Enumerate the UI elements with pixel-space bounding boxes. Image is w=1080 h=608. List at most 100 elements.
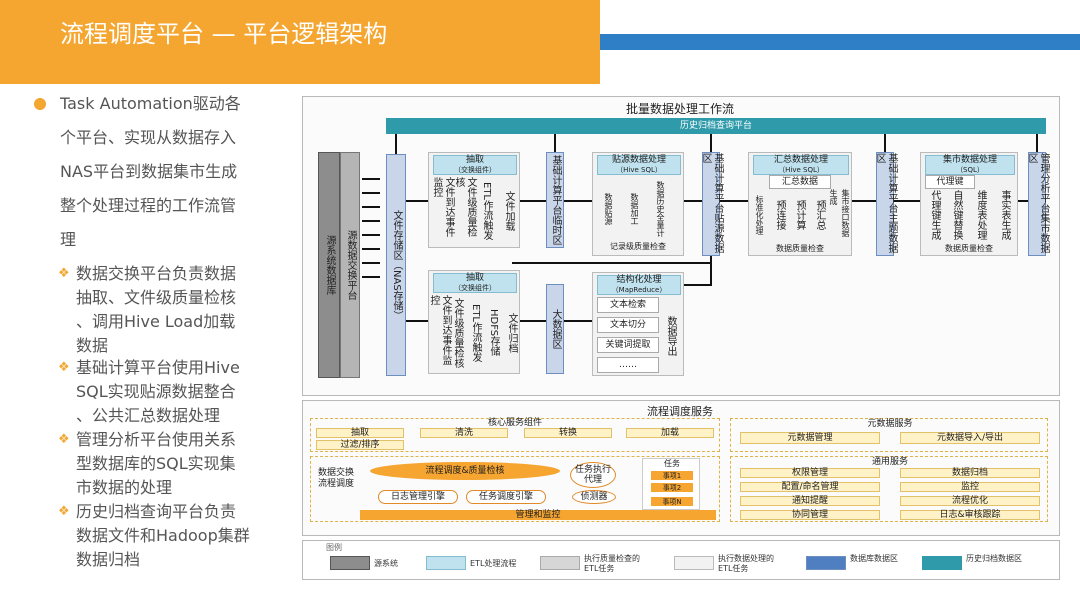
bullet-dot-icon xyxy=(34,98,46,110)
log-engine: 日志管理引擎 xyxy=(378,490,458,504)
task-item: 事项2 xyxy=(651,483,693,492)
sub-line: 市数据的处理 xyxy=(76,478,173,497)
extract-col: 文件加载 xyxy=(503,191,514,231)
exchange-label: 数据交换流程调度 xyxy=(318,468,355,489)
flow-arrow xyxy=(1018,200,1028,202)
file-storage-box: 文件存储区（NAS存储） xyxy=(386,154,406,376)
sub-line: 数据文件和Hadoop集群 xyxy=(76,526,250,545)
extract-title: 抽取 xyxy=(465,155,484,165)
common-item: 协同管理 xyxy=(740,510,880,520)
flow-arrow xyxy=(710,256,712,286)
paste-sub: （Hive SQL） xyxy=(616,166,662,174)
sub-line: 型数据库的SQL实现集 xyxy=(76,454,236,473)
mart-col: 维度表处理 xyxy=(975,190,986,240)
up-arrow xyxy=(710,134,712,152)
extract-col: 文件到达事件监控 xyxy=(431,177,454,237)
common-item: 通知提醒 xyxy=(740,496,880,506)
sub-bullet: ❖ 历史归档查询平台负责 数据文件和Hadoop集群 数据归档 xyxy=(58,500,288,572)
legend-swatch-etl xyxy=(426,556,466,570)
mart-inner: 代理键 xyxy=(925,175,975,189)
legend-title: 图例 xyxy=(326,543,342,552)
flow-arrow xyxy=(564,320,592,322)
summary-col: 集市接口数据生成 xyxy=(829,189,850,237)
legend-swatch-quality xyxy=(540,556,580,570)
main-line: 整个处理过程的工作流管 xyxy=(60,196,237,215)
extract-col: 文件级质量检核 xyxy=(452,298,463,368)
extract-col: 文件级质量检核 xyxy=(453,177,476,237)
sub-line: SQL实现贴源数据整合 xyxy=(76,382,236,401)
flow-arrow xyxy=(894,200,920,202)
core-title: 核心服务组件 xyxy=(487,418,542,428)
paste-col: 数据贴源 xyxy=(604,193,613,225)
task-item: 事项N xyxy=(651,497,693,506)
extract-block-1: 抽取 （交换组件） 文件到达事件监控 文件级质量检核 ETL作流触发 文件加载 xyxy=(428,152,520,248)
summary-inner: 汇总数据 xyxy=(769,175,831,189)
meta-title: 元数据服务 xyxy=(867,419,913,429)
core-item: 转换 xyxy=(524,428,612,438)
core-item: 抽取 xyxy=(316,428,404,438)
summary-col: 预汇总 xyxy=(814,200,825,230)
flow-arrow xyxy=(720,200,748,202)
history-archive-bar: 历史归档查询平台 xyxy=(386,118,1046,134)
paste-title: 贴源数据处理 xyxy=(611,155,666,165)
diamond-icon: ❖ xyxy=(58,266,70,281)
exec-agent: 任务执行代理 xyxy=(570,462,616,488)
core-item: 清洗 xyxy=(420,428,508,438)
task-list: 任务 事项1 事项2 事项N xyxy=(642,458,700,510)
legend-label: 数据库数据区 xyxy=(850,554,898,563)
sub-line: 数据 xyxy=(76,336,109,355)
common-item: 权限管理 xyxy=(740,468,880,478)
summary-title: 汇总数据处理 xyxy=(773,155,828,165)
sub-bullet: ❖ 基础计算平台使用Hive SQL实现贴源数据整合 、公共汇总数据处理 xyxy=(58,356,288,428)
paste-footer: 记录级质量检查 xyxy=(610,242,666,251)
extract-sub: （交换组件） xyxy=(454,166,496,174)
paste-block: 贴源数据处理 （Hive SQL） 数据贴源 数据加工 数据历史全量计 记录级质… xyxy=(592,152,684,256)
structured-item: 关键词提取 xyxy=(597,337,659,353)
common-services-group xyxy=(730,456,1048,522)
legend-label: ETL处理流程 xyxy=(470,559,517,568)
flow-arrow xyxy=(684,284,712,286)
sub-line: 管理分析平台使用关系 xyxy=(76,430,237,449)
meta-item: 元数据导入/导出 xyxy=(900,432,1040,444)
common-item: 监控 xyxy=(900,482,1040,492)
source-arrows xyxy=(362,178,384,288)
sub-bullet: ❖ 管理分析平台使用关系 型数据库的SQL实现集 市数据的处理 xyxy=(58,428,288,500)
summary-col: 标准化处理 xyxy=(755,195,764,235)
sub-line: 数据交换平台负责数据 xyxy=(76,264,237,283)
mart-block: 集市数据处理 （SQL） 代理键 代理键生成 自然键替换 维度表处理 事实表生成… xyxy=(920,152,1018,256)
mart-col: 代理键生成 xyxy=(929,190,940,240)
mart-sub: （SQL） xyxy=(956,166,984,174)
up-arrow xyxy=(884,134,886,152)
sub-line: 、公共汇总数据处理 xyxy=(76,406,221,425)
structured-item: …… xyxy=(597,357,659,373)
scheduler-title: 流程调度服务 xyxy=(647,405,713,418)
structured-block: 结构化处理 （MapReduce） 文本检索 文本切分 关键词提取 …… 数据导… xyxy=(592,272,684,376)
legend-swatch-history xyxy=(922,556,962,570)
sub-bullets: ❖ 数据交换平台负责数据 抽取、文件级质量检核 、调用Hive Load加载 数… xyxy=(58,262,288,572)
core-components-group xyxy=(310,418,720,452)
core-item: 加载 xyxy=(626,428,714,438)
extract-col: 文件到达事件监控 xyxy=(428,295,451,365)
sub-line: 抽取、文件级质量检核 xyxy=(76,288,237,307)
common-item: 流程优化 xyxy=(900,496,1040,506)
flow-arrow xyxy=(520,320,546,322)
extract-block-2: 抽取 （交换组件） 文件到达事件监控 文件级质量检核 ETL作流触发 HDFS存… xyxy=(428,270,520,374)
structured-item: 文本检索 xyxy=(597,297,659,313)
sub-line: 、调用Hive Load加载 xyxy=(76,312,236,331)
flow-arrow xyxy=(512,262,712,264)
legend-swatch-processing xyxy=(674,556,714,570)
base-temp-zone: 基础计算平台临时区 xyxy=(546,152,564,248)
mart-col: 自然键替换 xyxy=(951,190,962,240)
summary-sub: （Hive SQL） xyxy=(778,166,824,174)
legend-label: 历史归档数据区 xyxy=(966,554,1022,563)
structured-item: 文本切分 xyxy=(597,317,659,333)
mart-data-zone: 管理分析平台集市数据区 xyxy=(1026,152,1049,256)
legend-swatch-db xyxy=(806,556,846,570)
listener: 侦测器 xyxy=(572,490,616,504)
page-title: 流程调度平台 — 平台逻辑架构 xyxy=(60,20,388,48)
structured-title: 结构化处理 xyxy=(616,275,662,285)
workflow-title: 批量数据处理工作流 xyxy=(625,102,734,116)
up-arrow xyxy=(1036,134,1038,152)
legend-label: 源系统 xyxy=(374,559,398,568)
monitor-bar: 管理和监控 xyxy=(360,510,716,520)
